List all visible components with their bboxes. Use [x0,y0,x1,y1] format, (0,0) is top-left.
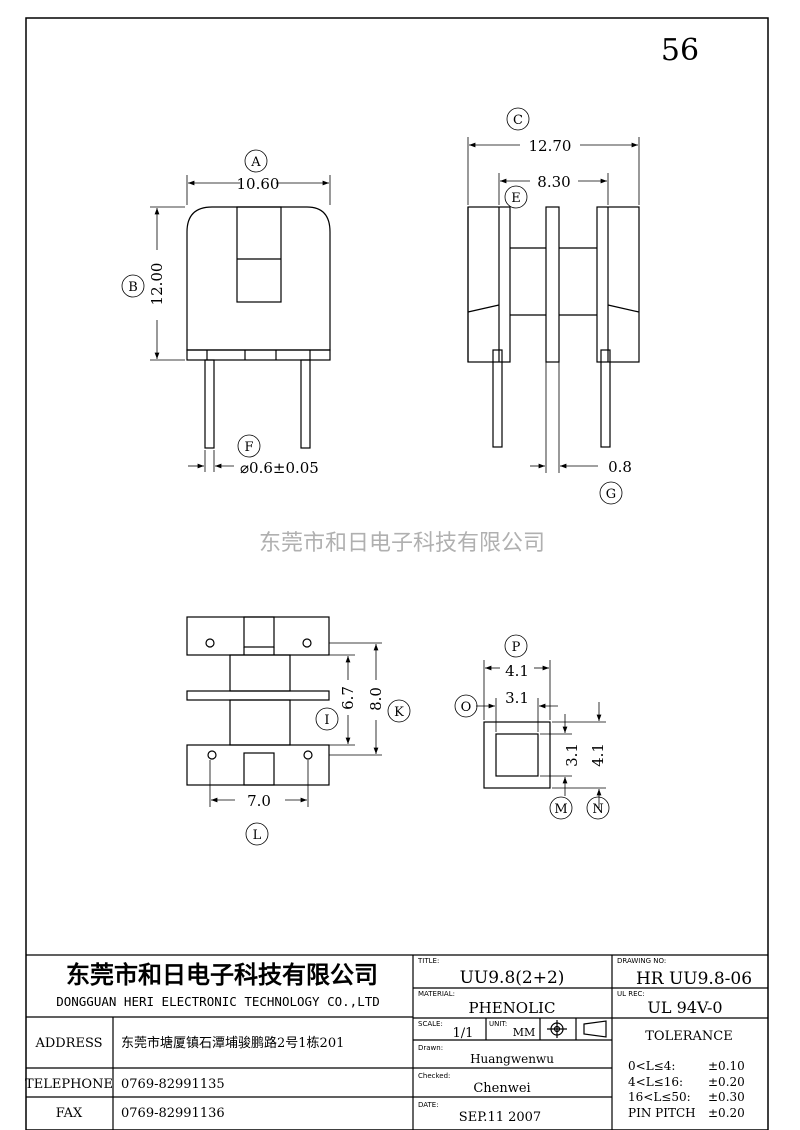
dim-i-label: I [324,713,329,728]
dim-c-lines [467,107,640,505]
dim-n-value: 4.1 [589,743,607,767]
dim-k-value: 8.0 [367,687,385,711]
dim-a-label: A [250,155,261,170]
dim-b-value: 12.00 [148,263,166,306]
tolerance-value-pin-pitch: ±0.20 [708,1106,745,1120]
dim-g-label: G [606,487,616,502]
dim-n-label: N [592,802,603,817]
fax-label: FAX [56,1106,83,1121]
tolerance-value-1: ±0.10 [708,1059,745,1073]
tolerance-value-3: ±0.30 [708,1090,745,1104]
checked-label: Checked: [418,1072,450,1080]
tolerance-range-1: 0<L≤4: [628,1059,675,1073]
title-value: UU9.8(2+2) [460,968,565,988]
dim-m-label: M [554,802,567,817]
company-name-en: DONGGUAN HERI ELECTRONIC TECHNOLOGY CO.,… [56,994,380,1009]
page-number: 56 [661,33,699,68]
tolerance-range-2: 4<L≤16: [628,1075,683,1089]
title-block [26,954,768,1130]
drawing-border [25,17,769,1130]
ul-label: UL REC: [617,990,645,998]
dim-a-value: 10.60 [237,175,280,193]
date-label: DATE: [418,1101,439,1109]
material-value: PHENOLIC [469,999,556,1017]
dim-f-lines [188,434,261,472]
drawn-label: Drawn: [418,1044,443,1052]
unit-value: MM [513,1026,536,1039]
front-view [186,206,331,449]
material-label: MATERIAL: [418,990,455,998]
dim-o-label: O [461,700,472,715]
dim-c-value: 12.70 [529,137,572,155]
dim-k-label: K [394,705,404,720]
title-label: TITLE: [417,957,439,965]
tolerance-range-pin-pitch: PIN PITCH [628,1106,696,1120]
dim-a-lines [186,149,331,205]
tolerance-range-3: 16<L≤50: [628,1090,691,1104]
tolerance-value-2: ±0.20 [708,1075,745,1089]
dim-b-lines [121,206,185,361]
dim-b-label: B [128,280,138,295]
telephone-value: 0769-82991135 [121,1077,225,1092]
dim-mnop-lines [454,634,610,820]
drawing-no-label: DRAWING NO: [617,957,666,965]
dim-o-value: 3.1 [505,689,529,707]
scale-label: SCALE: [418,1020,443,1028]
bottom-view [186,616,330,786]
dim-p-value: 4.1 [505,662,529,680]
dim-f-value: ⌀0.6±0.05 [240,459,319,477]
core-hole-view [483,721,551,789]
dim-c-label: C [513,113,523,128]
tolerance-title: TOLERANCE [645,1029,732,1044]
dim-i-value: 6.7 [339,686,357,710]
dim-l-label: L [253,828,262,843]
ul-value: UL 94V-0 [647,998,722,1017]
dim-e-value: 8.30 [537,173,570,191]
drawn-value: Huangwenwu [470,1052,554,1066]
scale-value: 1/1 [453,1026,474,1041]
dim-m-value: 3.1 [563,743,581,767]
drawing-no-value: HR UU9.8-06 [636,969,752,989]
unit-label: UNIT: [489,1020,507,1028]
dim-p-label: P [512,640,521,655]
dim-ik-lines [209,642,411,846]
fax-value: 0769-82991136 [121,1106,225,1121]
dim-e-label: E [511,191,521,206]
address-label: ADDRESS [34,1036,102,1051]
address-value: 东莞市塘厦镇石潭埔骏鹏路2号1栋201 [121,1035,344,1051]
telephone-label: TELEPHONE [25,1077,113,1092]
date-value: SEP.11 2007 [459,1110,541,1125]
dim-l-value: 7.0 [247,792,271,810]
checked-value: Chenwei [473,1081,530,1096]
dim-f-label: F [244,440,253,455]
watermark: 东莞市和日电子科技有限公司 [259,531,545,556]
side-view [467,206,640,448]
company-name-cn: 东莞市和日电子科技有限公司 [66,960,378,989]
dim-g-value: 0.8 [608,458,632,476]
